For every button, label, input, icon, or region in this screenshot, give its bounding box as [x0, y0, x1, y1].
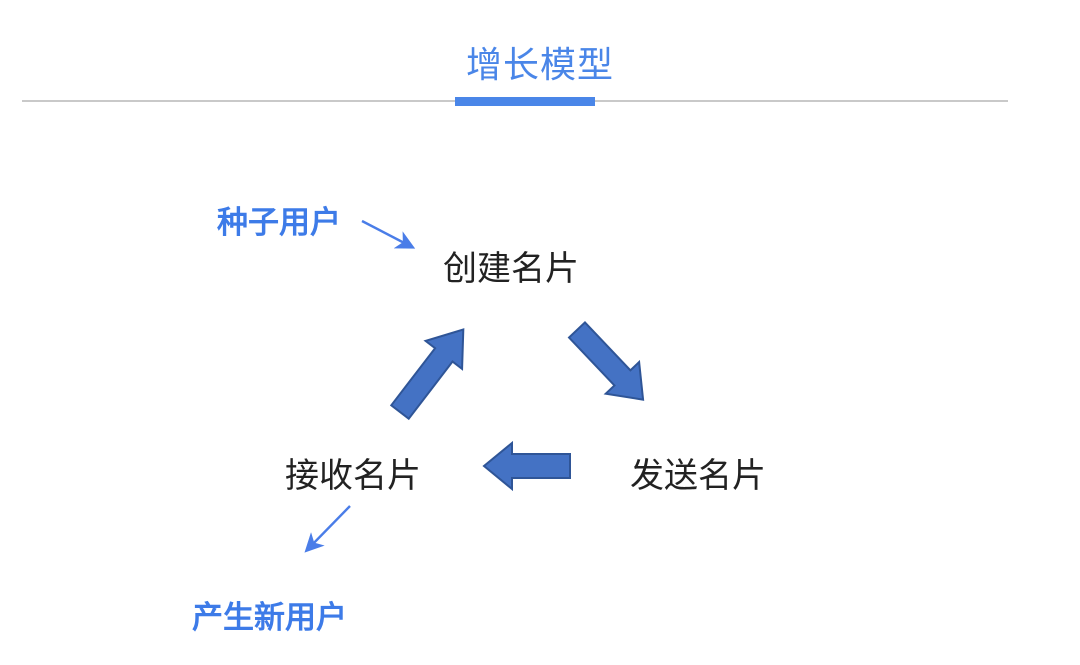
- block-arrow-left-icon: [482, 440, 571, 492]
- annotation-seed-users: 种子用户: [217, 205, 341, 240]
- node-create-card: 创建名片: [443, 250, 579, 288]
- block-arrow-up-right-icon: [389, 328, 465, 421]
- thin-arrow-seed-to-create-icon: [361, 219, 416, 249]
- node-receive-card: 接收名片: [285, 457, 421, 495]
- block-arrow-down-right-icon: [567, 321, 645, 401]
- node-send-card: 发送名片: [630, 457, 766, 495]
- title-underline-accent: [455, 97, 595, 106]
- annotation-new-users: 产生新用户: [192, 600, 347, 635]
- thin-arrow-receive-to-new-users-icon: [304, 505, 351, 553]
- page-title: 增长模型: [465, 44, 614, 85]
